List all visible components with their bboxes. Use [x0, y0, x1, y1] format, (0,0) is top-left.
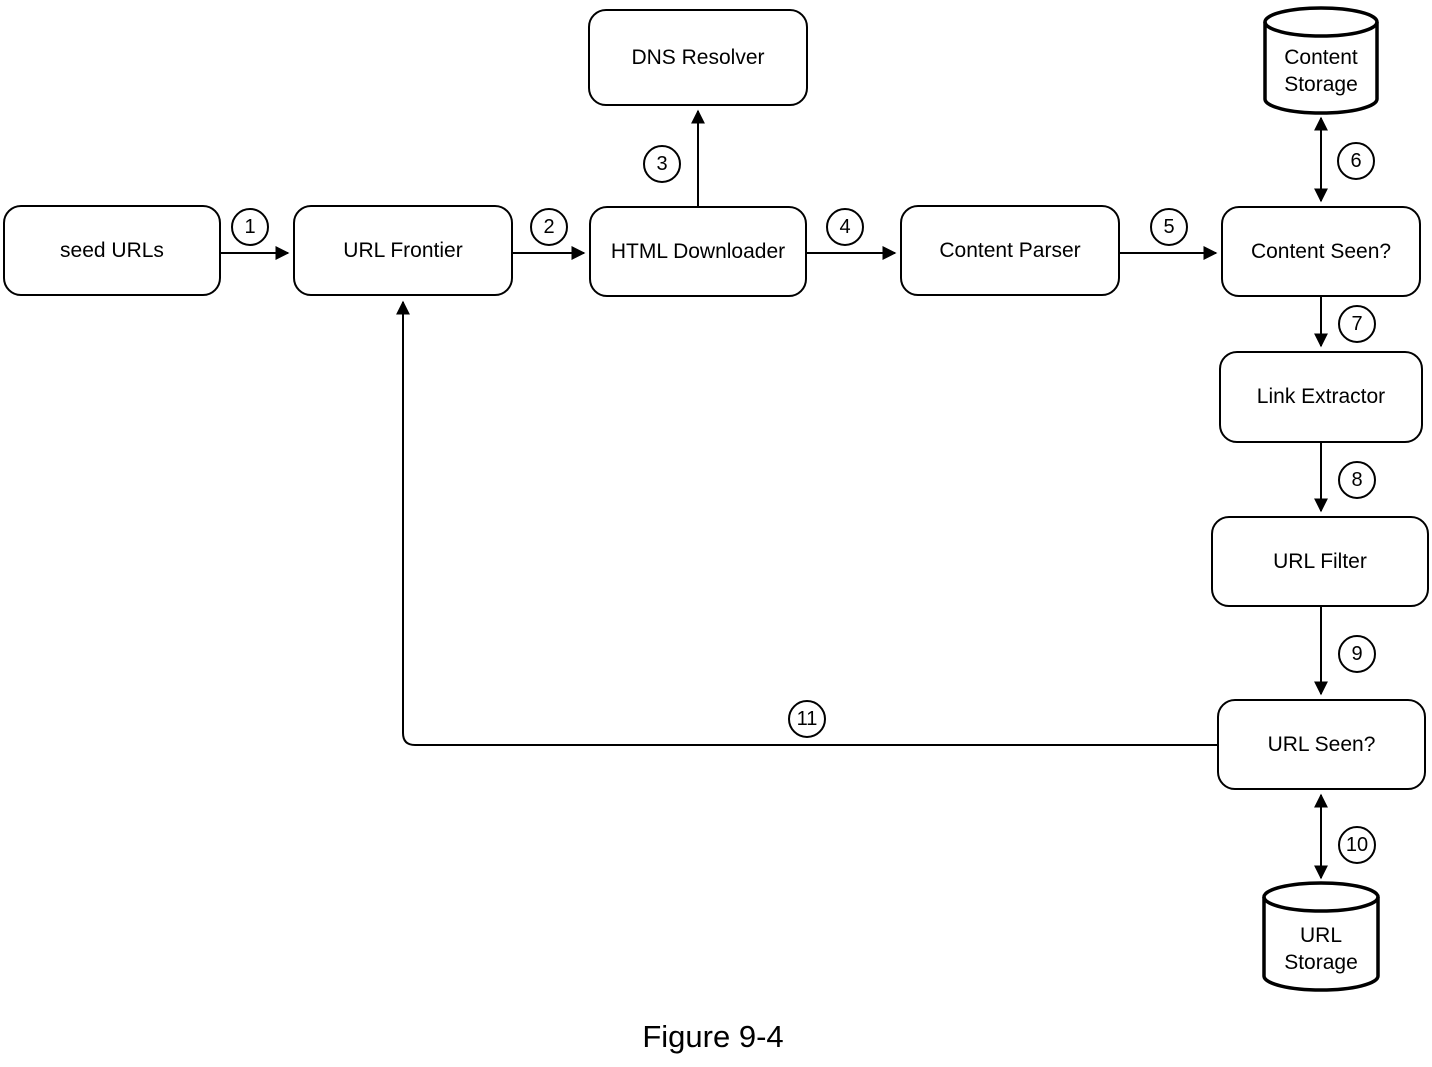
url-storage-label-line1: URL: [1299, 924, 1342, 947]
url-storage-label-line2: Storage: [1284, 951, 1358, 974]
edge-11-arrow: [396, 300, 1217, 746]
node-url-filter: URL Filter: [1211, 516, 1429, 607]
content-storage-cylinder-icon: [1263, 6, 1379, 115]
step-badge-10: 10: [1338, 826, 1376, 864]
node-dns-resolver: DNS Resolver: [588, 9, 808, 106]
step-badge-7: 7: [1338, 305, 1376, 343]
step-badge-4: 4: [826, 208, 864, 246]
step-badge-6: 6: [1337, 142, 1375, 180]
content-storage-label-line2: Storage: [1284, 73, 1358, 96]
node-html-downloader: HTML Downloader: [589, 206, 807, 297]
step-badge-11: 11: [788, 700, 826, 738]
step-badge-3: 3: [643, 145, 681, 183]
node-content-seen: Content Seen?: [1221, 206, 1421, 297]
node-link-extractor: Link Extractor: [1219, 351, 1423, 443]
url-storage-label: URL Storage: [1251, 922, 1391, 976]
node-url-seen: URL Seen?: [1217, 699, 1426, 790]
step-badge-1: 1: [231, 208, 269, 246]
node-url-frontier: URL Frontier: [293, 205, 513, 296]
step-badge-8: 8: [1338, 461, 1376, 499]
figure-caption: Figure 9-4: [642, 1019, 784, 1054]
step-badge-5: 5: [1150, 208, 1188, 246]
content-storage-label-line1: Content: [1284, 46, 1358, 69]
url-storage-cylinder-icon: [1262, 881, 1380, 992]
step-badge-2: 2: [530, 208, 568, 246]
step-badge-9: 9: [1338, 635, 1376, 673]
content-storage-label: Content Storage: [1251, 44, 1391, 98]
node-seed-urls: seed URLs: [3, 205, 221, 296]
node-content-parser: Content Parser: [900, 205, 1120, 296]
